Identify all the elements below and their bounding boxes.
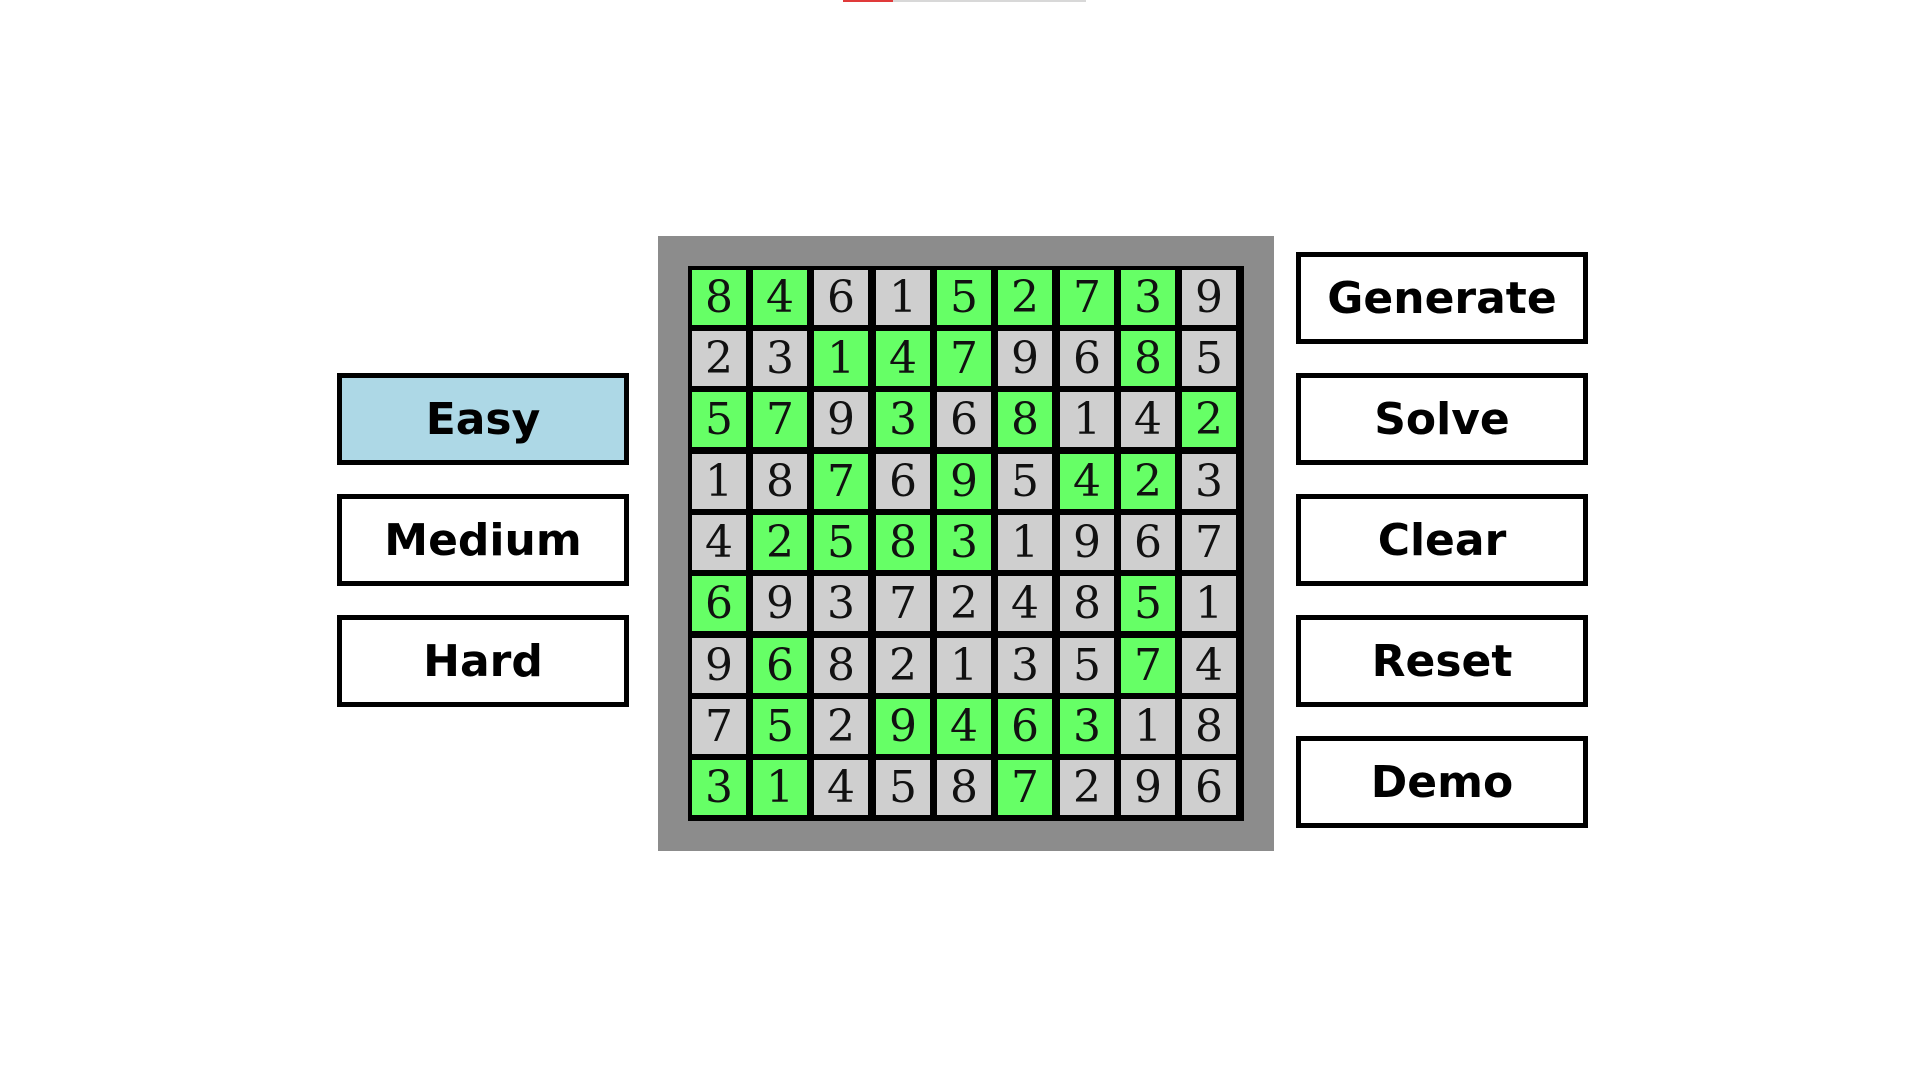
sudoku-cell-r9-c1[interactable]: 3 <box>692 760 746 815</box>
generate-button[interactable]: Generate <box>1296 252 1588 344</box>
sudoku-cell-r6-c9[interactable]: 1 <box>1182 576 1236 631</box>
sudoku-cell-r9-c7[interactable]: 2 <box>1060 760 1114 815</box>
sudoku-cell-r3-c7[interactable]: 1 <box>1060 392 1114 447</box>
sudoku-cell-r3-c5[interactable]: 6 <box>937 392 991 447</box>
top-edge-gray-bar <box>893 0 1086 2</box>
sudoku-cell-r9-c3[interactable]: 4 <box>814 760 868 815</box>
sudoku-cell-r2-c5[interactable]: 7 <box>937 331 991 386</box>
sudoku-cell-r8-c6[interactable]: 6 <box>998 699 1052 754</box>
sudoku-cell-r7-c5[interactable]: 1 <box>937 638 991 693</box>
top-edge-accent-bar <box>843 0 893 2</box>
sudoku-cell-r6-c8[interactable]: 5 <box>1121 576 1175 631</box>
sudoku-cell-r7-c8[interactable]: 7 <box>1121 638 1175 693</box>
demo-button[interactable]: Demo <box>1296 736 1588 828</box>
sudoku-cell-r3-c9[interactable]: 2 <box>1182 392 1236 447</box>
sudoku-cell-r9-c5[interactable]: 8 <box>937 760 991 815</box>
sudoku-cell-r2-c6[interactable]: 9 <box>998 331 1052 386</box>
sudoku-cell-r6-c4[interactable]: 7 <box>876 576 930 631</box>
sudoku-cell-r9-c8[interactable]: 9 <box>1121 760 1175 815</box>
sudoku-cell-r8-c5[interactable]: 4 <box>937 699 991 754</box>
sudoku-cell-r8-c4[interactable]: 9 <box>876 699 930 754</box>
sudoku-cell-r5-c5[interactable]: 3 <box>937 515 991 570</box>
sudoku-cell-r1-c7[interactable]: 7 <box>1060 270 1114 325</box>
sudoku-cell-r7-c3[interactable]: 8 <box>814 638 868 693</box>
sudoku-cell-r3-c3[interactable]: 9 <box>814 392 868 447</box>
sudoku-cell-r1-c1[interactable]: 8 <box>692 270 746 325</box>
sudoku-cell-r9-c9[interactable]: 6 <box>1182 760 1236 815</box>
sudoku-cell-r5-c1[interactable]: 4 <box>692 515 746 570</box>
sudoku-cell-r3-c6[interactable]: 8 <box>998 392 1052 447</box>
sudoku-cell-r1-c8[interactable]: 3 <box>1121 270 1175 325</box>
sudoku-cell-r3-c8[interactable]: 4 <box>1121 392 1175 447</box>
sudoku-cell-r1-c4[interactable]: 1 <box>876 270 930 325</box>
sudoku-cell-r6-c2[interactable]: 9 <box>753 576 807 631</box>
sudoku-cell-r7-c6[interactable]: 3 <box>998 638 1052 693</box>
sudoku-cell-r5-c3[interactable]: 5 <box>814 515 868 570</box>
sudoku-cell-r4-c3[interactable]: 7 <box>814 454 868 509</box>
sudoku-cell-r7-c4[interactable]: 2 <box>876 638 930 693</box>
sudoku-cell-r7-c1[interactable]: 9 <box>692 638 746 693</box>
sudoku-cell-r2-c3[interactable]: 1 <box>814 331 868 386</box>
sudoku-cell-r6-c1[interactable]: 6 <box>692 576 746 631</box>
sudoku-cell-r3-c1[interactable]: 5 <box>692 392 746 447</box>
sudoku-cell-r3-c4[interactable]: 3 <box>876 392 930 447</box>
sudoku-cell-r4-c2[interactable]: 8 <box>753 454 807 509</box>
sudoku-cell-r2-c8[interactable]: 8 <box>1121 331 1175 386</box>
sudoku-cell-r4-c9[interactable]: 3 <box>1182 454 1236 509</box>
sudoku-cell-r2-c1[interactable]: 2 <box>692 331 746 386</box>
sudoku-cell-r9-c6[interactable]: 7 <box>998 760 1052 815</box>
sudoku-cell-r2-c9[interactable]: 5 <box>1182 331 1236 386</box>
sudoku-cell-r1-c9[interactable]: 9 <box>1182 270 1236 325</box>
easy-button[interactable]: Easy <box>337 373 629 465</box>
sudoku-cell-r4-c4[interactable]: 6 <box>876 454 930 509</box>
sudoku-cell-r5-c2[interactable]: 2 <box>753 515 807 570</box>
sudoku-cell-r4-c1[interactable]: 1 <box>692 454 746 509</box>
sudoku-cell-r1-c2[interactable]: 4 <box>753 270 807 325</box>
reset-button[interactable]: Reset <box>1296 615 1588 707</box>
sudoku-cell-r6-c5[interactable]: 2 <box>937 576 991 631</box>
sudoku-cell-r8-c9[interactable]: 8 <box>1182 699 1236 754</box>
solve-button[interactable]: Solve <box>1296 373 1588 465</box>
sudoku-cell-r1-c6[interactable]: 2 <box>998 270 1052 325</box>
sudoku-cell-r4-c6[interactable]: 5 <box>998 454 1052 509</box>
sudoku-cell-r4-c5[interactable]: 9 <box>937 454 991 509</box>
sudoku-cell-r7-c2[interactable]: 6 <box>753 638 807 693</box>
sudoku-cell-r5-c9[interactable]: 7 <box>1182 515 1236 570</box>
sudoku-cell-r6-c6[interactable]: 4 <box>998 576 1052 631</box>
sudoku-cell-r6-c7[interactable]: 8 <box>1060 576 1114 631</box>
sudoku-cell-r8-c2[interactable]: 5 <box>753 699 807 754</box>
sudoku-cell-r2-c2[interactable]: 3 <box>753 331 807 386</box>
sudoku-cell-r5-c7[interactable]: 9 <box>1060 515 1114 570</box>
sudoku-cell-r4-c8[interactable]: 2 <box>1121 454 1175 509</box>
sudoku-cell-r9-c4[interactable]: 5 <box>876 760 930 815</box>
sudoku-cell-r4-c7[interactable]: 4 <box>1060 454 1114 509</box>
sudoku-cell-r8-c1[interactable]: 7 <box>692 699 746 754</box>
sudoku-cell-r2-c4[interactable]: 4 <box>876 331 930 386</box>
sudoku-cell-r8-c7[interactable]: 3 <box>1060 699 1114 754</box>
sudoku-cell-r5-c8[interactable]: 6 <box>1121 515 1175 570</box>
sudoku-cell-r6-c3[interactable]: 3 <box>814 576 868 631</box>
sudoku-cell-r1-c3[interactable]: 6 <box>814 270 868 325</box>
sudoku-cell-r8-c3[interactable]: 2 <box>814 699 868 754</box>
medium-button[interactable]: Medium <box>337 494 629 586</box>
hard-button[interactable]: Hard <box>337 615 629 707</box>
clear-button[interactable]: Clear <box>1296 494 1588 586</box>
sudoku-cell-r1-c5[interactable]: 5 <box>937 270 991 325</box>
sudoku-cell-r7-c7[interactable]: 5 <box>1060 638 1114 693</box>
sudoku-cell-r3-c2[interactable]: 7 <box>753 392 807 447</box>
sudoku-cell-r8-c8[interactable]: 1 <box>1121 699 1175 754</box>
sudoku-cell-r5-c4[interactable]: 8 <box>876 515 930 570</box>
sudoku-cell-r7-c9[interactable]: 4 <box>1182 638 1236 693</box>
sudoku-cell-r5-c6[interactable]: 1 <box>998 515 1052 570</box>
sudoku-cell-r2-c7[interactable]: 6 <box>1060 331 1114 386</box>
sudoku-cell-r9-c2[interactable]: 1 <box>753 760 807 815</box>
